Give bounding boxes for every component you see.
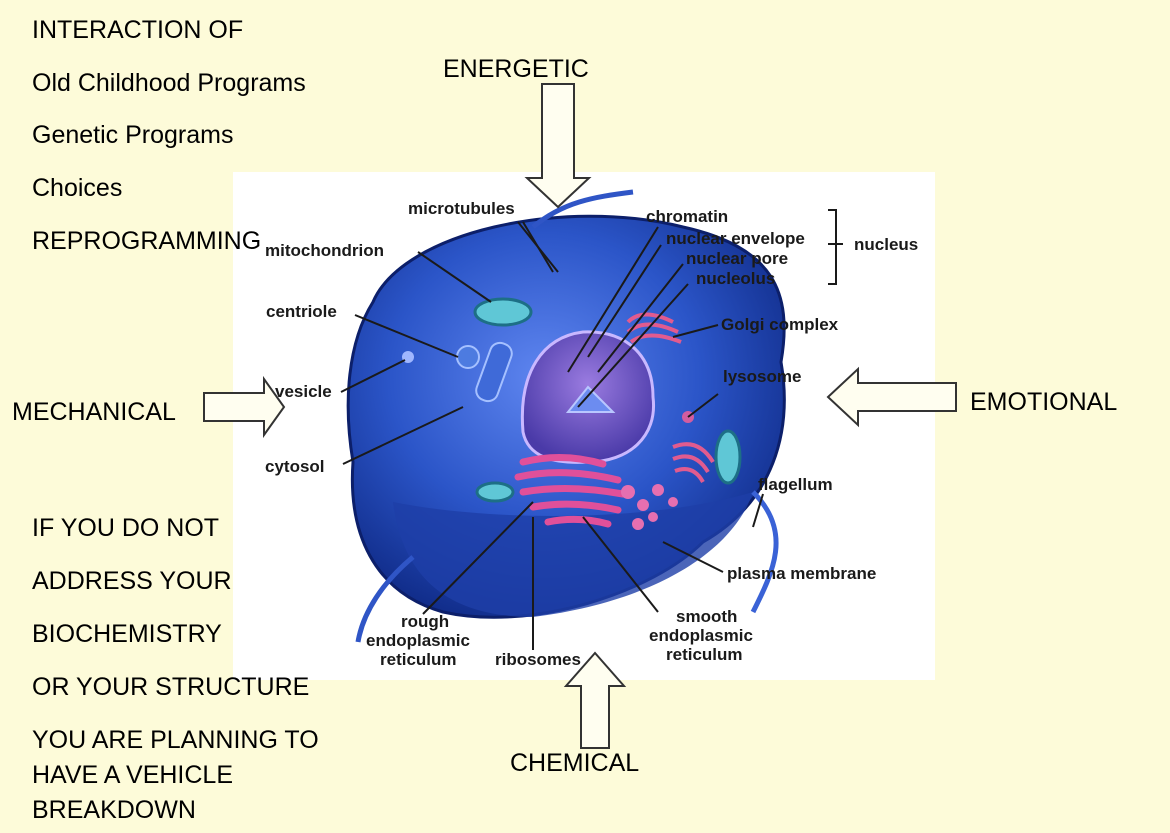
label-nucleus: nucleus [854, 235, 918, 254]
label-plasma-membrane: plasma membrane [727, 564, 876, 583]
force-emotional-label: EMOTIONAL [970, 388, 1118, 416]
force-chemical-label: CHEMICAL [510, 749, 640, 777]
right-arrow-icon [203, 376, 286, 438]
warning-line-4: OR YOUR STRUCTURE [32, 673, 310, 701]
centriole-shape [456, 345, 480, 369]
label-vesicle: vesicle [275, 382, 332, 401]
membrane-cross-section [393, 492, 753, 617]
leader-lines [340, 209, 843, 650]
label-smooth-er-3: reticulum [666, 645, 743, 664]
left-arrow-icon [826, 366, 957, 428]
mitochondrion-shape [473, 297, 533, 327]
down-arrow-icon [524, 83, 592, 209]
warning-line-6: HAVE A VEHICLE [32, 761, 234, 789]
force-mechanical-label: MECHANICAL [12, 398, 176, 426]
label-rough-er-2: endoplasmic [366, 631, 470, 650]
label-rough-er-3: reticulum [380, 650, 457, 669]
label-golgi: Golgi complex [721, 315, 839, 334]
intro-line-3: Genetic Programs [32, 121, 234, 149]
label-smooth-er-1: smooth [676, 607, 737, 626]
mitochondrion-shape-3 [475, 481, 515, 503]
label-mitochondrion: mitochondrion [265, 241, 384, 260]
label-rough-er-1: rough [401, 612, 449, 631]
label-flagellum: flagellum [758, 475, 833, 494]
cell-diagram: microtubules mitochondrion centriole ves… [265, 189, 918, 669]
warning-line-1: IF YOU DO NOT [32, 514, 220, 542]
up-arrow-icon [563, 651, 627, 749]
mitochondrion-shape-2 [714, 429, 742, 485]
label-lysosome: lysosome [723, 367, 801, 386]
smooth-er-shape [621, 484, 678, 530]
label-microtubules: microtubules [408, 199, 515, 218]
label-ribosomes: ribosomes [495, 650, 581, 669]
warning-line-7: BREAKDOWN [32, 796, 196, 824]
force-energetic-label: ENERGETIC [443, 55, 589, 83]
intro-line-4: Choices [32, 174, 123, 202]
label-centriole: centriole [266, 302, 337, 321]
warning-line-5: YOU ARE PLANNING TO [32, 726, 319, 754]
warning-line-3: BIOCHEMISTRY [32, 620, 222, 648]
warning-line-2: ADDRESS YOUR [32, 567, 232, 595]
intro-line-1: INTERACTION OF [32, 16, 244, 44]
cell-diagram-panel: microtubules mitochondrion centriole ves… [233, 172, 935, 680]
flagellum-shape-left [355, 555, 415, 643]
intro-line-5: REPROGRAMMING [32, 227, 262, 255]
label-chromatin: chromatin [646, 207, 728, 226]
label-nuclear-pore: nuclear pore [686, 249, 788, 268]
label-nuclear-envelope: nuclear envelope [666, 229, 805, 248]
flagellum-shape [750, 490, 779, 614]
rough-er-shape [514, 454, 627, 528]
label-cytosol: cytosol [265, 457, 325, 476]
label-smooth-er-2: endoplasmic [649, 626, 753, 645]
intro-line-2: Old Childhood Programs [32, 69, 306, 97]
flagellum-shape-top [531, 189, 634, 229]
golgi-shape-2 [672, 442, 715, 484]
label-nucleolus: nucleolus [696, 269, 775, 288]
microtubule-cylinder [475, 341, 513, 403]
